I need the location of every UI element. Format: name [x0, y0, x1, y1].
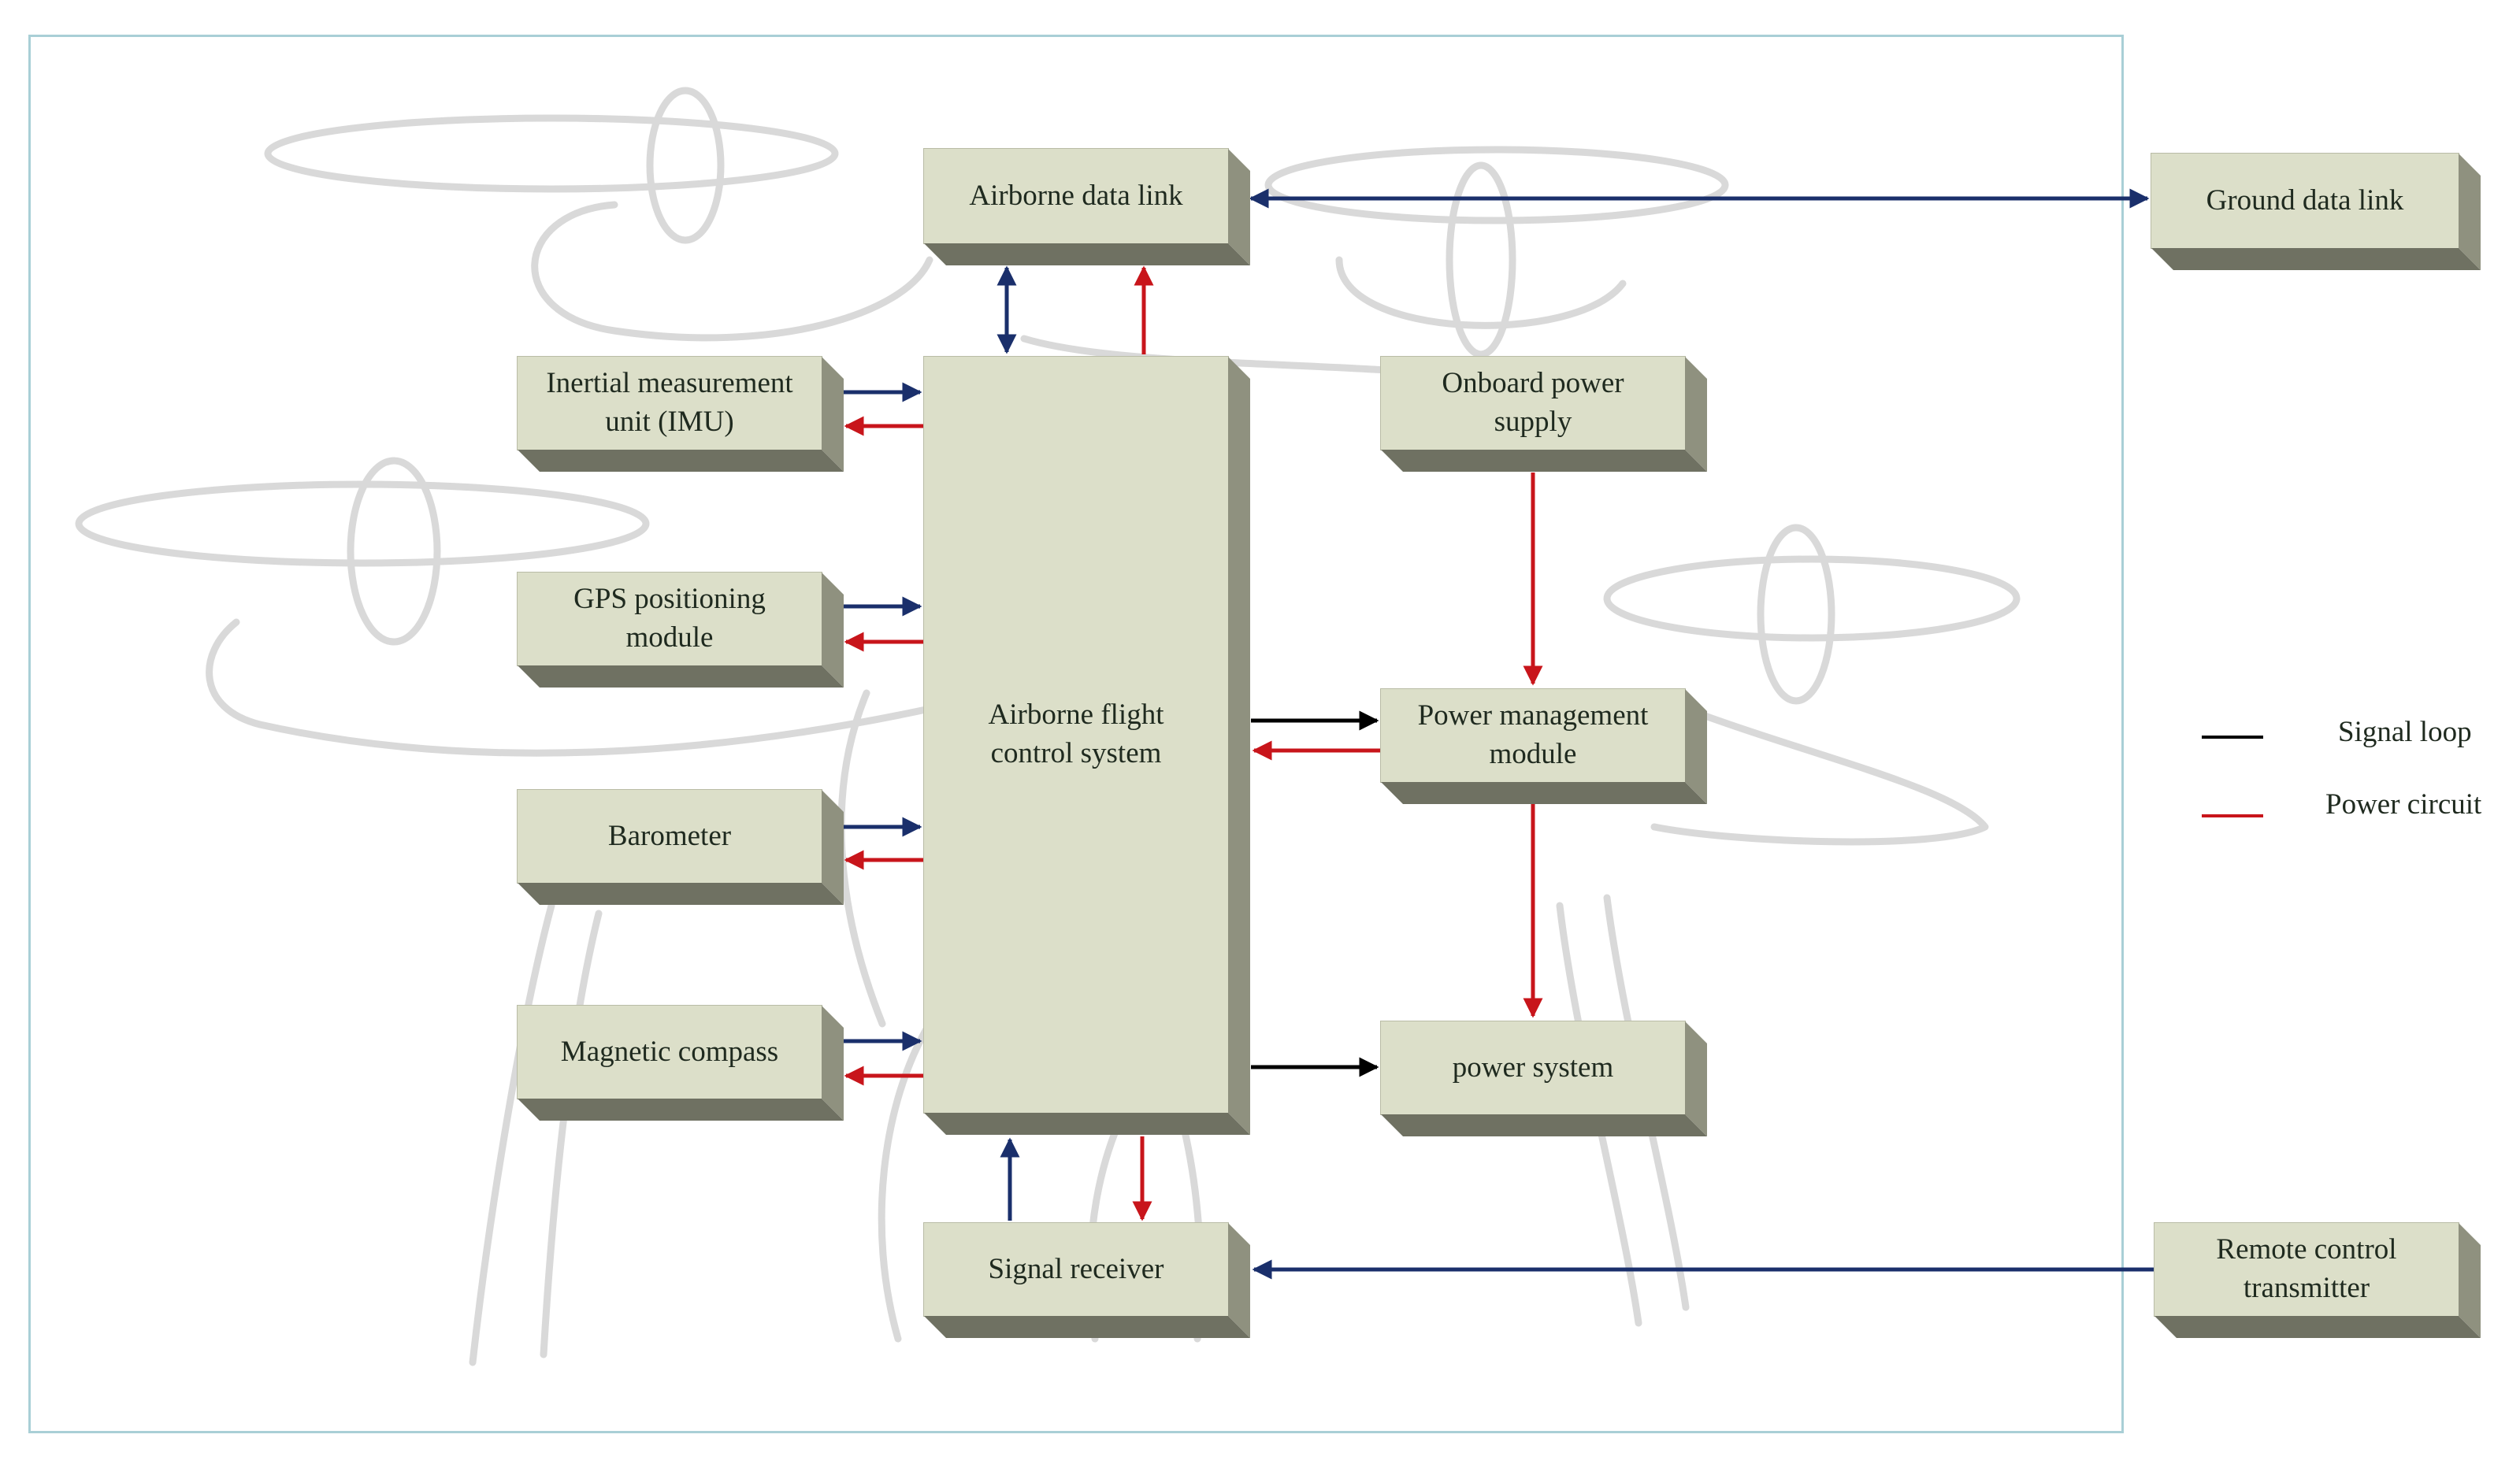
magnetic-compass-box: Magnetic compass — [517, 1005, 822, 1099]
imu-box: Inertial measurement unit (IMU) — [517, 356, 822, 450]
legend-power-line — [2202, 814, 2263, 817]
airborne-data-link-box: Airborne data link — [923, 148, 1229, 244]
legend-power-label: Power circuit — [2325, 788, 2482, 821]
onboard-power-box: Onboard power supply — [1380, 356, 1686, 450]
ground-data-link-label: Ground data link — [2206, 183, 2404, 217]
ground-data-link-box: Ground data link — [2151, 153, 2459, 249]
barometer-box: Barometer — [517, 789, 822, 884]
gps-label: GPS positioning module — [573, 583, 766, 654]
airborne-data-link-label: Airborne data link — [969, 179, 1183, 212]
power-management-box: Power management module — [1380, 688, 1686, 783]
flight-control-box: Airborne flight control system — [923, 356, 1229, 1114]
remote-control-label: Remote control transmitter — [2216, 1233, 2397, 1304]
legend-signal-label: Signal loop — [2338, 716, 2472, 748]
magnetic-compass-label: Magnetic compass — [560, 1035, 779, 1068]
flight-control-label: Airborne flight control system — [988, 699, 1164, 769]
imu-label: Inertial measurement unit (IMU) — [546, 367, 793, 438]
barometer-label: Barometer — [607, 819, 732, 852]
legend-signal-line — [2202, 736, 2263, 739]
power-system-label: power system — [1452, 1051, 1614, 1084]
system-boundary — [28, 35, 2124, 1433]
remote-control-box: Remote control transmitter — [2154, 1222, 2459, 1317]
signal-receiver-label: Signal receiver — [988, 1252, 1164, 1285]
gps-box: GPS positioning module — [517, 572, 822, 666]
power-management-label: Power management module — [1417, 699, 1649, 770]
signal-receiver-box: Signal receiver — [923, 1222, 1229, 1317]
onboard-power-label: Onboard power supply — [1442, 367, 1624, 438]
power-system-box: power system — [1380, 1021, 1686, 1115]
